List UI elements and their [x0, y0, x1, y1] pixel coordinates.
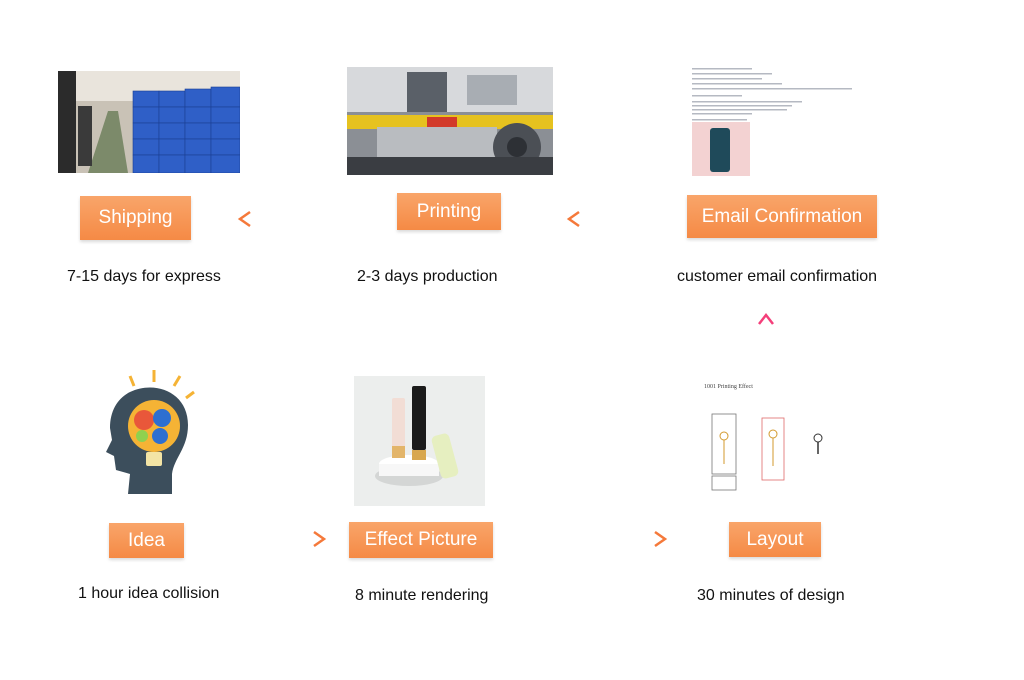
- email-confirmation-label: Email Confirmation: [687, 195, 877, 238]
- layout-label: Layout: [729, 522, 821, 557]
- effect-picture-label: Effect Picture: [349, 522, 493, 558]
- shipping-photo: [58, 71, 240, 173]
- layout-caption: 30 minutes of design: [697, 587, 845, 604]
- idea-caption: 1 hour idea collision: [78, 585, 220, 602]
- idea-illustration: [100, 370, 196, 494]
- shipping-label: Shipping: [80, 196, 191, 240]
- arrow-effect-to-layout: [563, 530, 668, 548]
- arrow-layout-to-email: [758, 312, 774, 366]
- arrow-printing-to-shipping: [237, 210, 344, 228]
- printing-caption: 2-3 days production: [357, 268, 498, 285]
- shipping-caption: 7-15 days for express: [67, 268, 221, 285]
- layout-drawing: 1001 Printing Effect: [700, 378, 850, 508]
- printing-photo: [347, 67, 553, 175]
- printing-label: Printing: [397, 193, 501, 230]
- effect-picture-caption: 8 minute rendering: [355, 587, 489, 604]
- email-confirmation-caption: customer email confirmation: [677, 268, 878, 285]
- effect-picture-photo: [354, 376, 485, 506]
- email-screenshot: [690, 64, 860, 178]
- idea-label: Idea: [109, 523, 184, 558]
- arrow-email-to-printing: [566, 210, 659, 228]
- layout-sheet-title: 1001 Printing Effect: [704, 384, 753, 390]
- arrow-idea-to-effect: [222, 530, 327, 548]
